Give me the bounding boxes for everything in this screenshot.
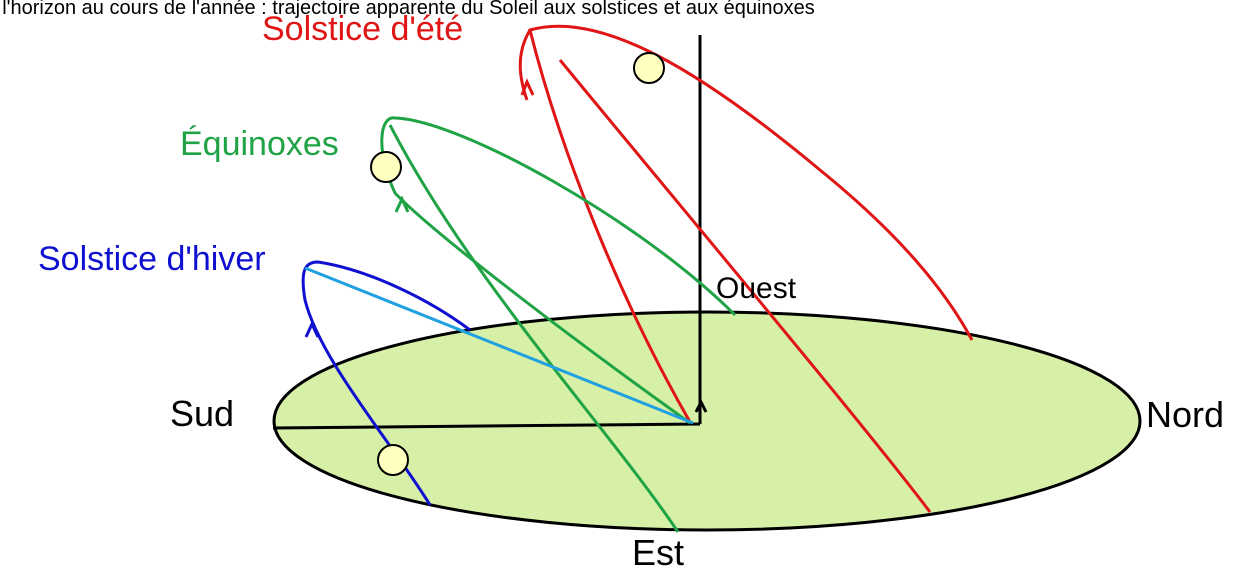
sun-icon — [370, 151, 402, 183]
summer-solstice-label: Solstice d'été — [262, 10, 463, 48]
equinoxes-label: Équinoxes — [180, 125, 339, 163]
north-label: Nord — [1146, 394, 1224, 435]
sun-icon — [377, 444, 409, 476]
summer-solstice-path — [518, 24, 974, 513]
west-label: Ouest — [716, 272, 797, 305]
equinox-path — [380, 116, 737, 533]
south-axis — [272, 422, 701, 430]
winter-arrow — [304, 320, 320, 338]
south-label: Sud — [170, 393, 234, 434]
winter-solstice-path — [301, 260, 694, 506]
summer-arrow — [520, 78, 535, 96]
horizon-plane — [272, 310, 1142, 532]
caption-text: ... l'horizon au cours de l'année : traj… — [0, 0, 815, 19]
equinox-arrow — [394, 195, 410, 213]
east-label: Est — [632, 532, 684, 573]
sun-icon — [633, 52, 665, 84]
winter-solstice-label: Solstice d'hiver — [38, 240, 266, 278]
vertical-axis-arrow — [694, 398, 708, 413]
